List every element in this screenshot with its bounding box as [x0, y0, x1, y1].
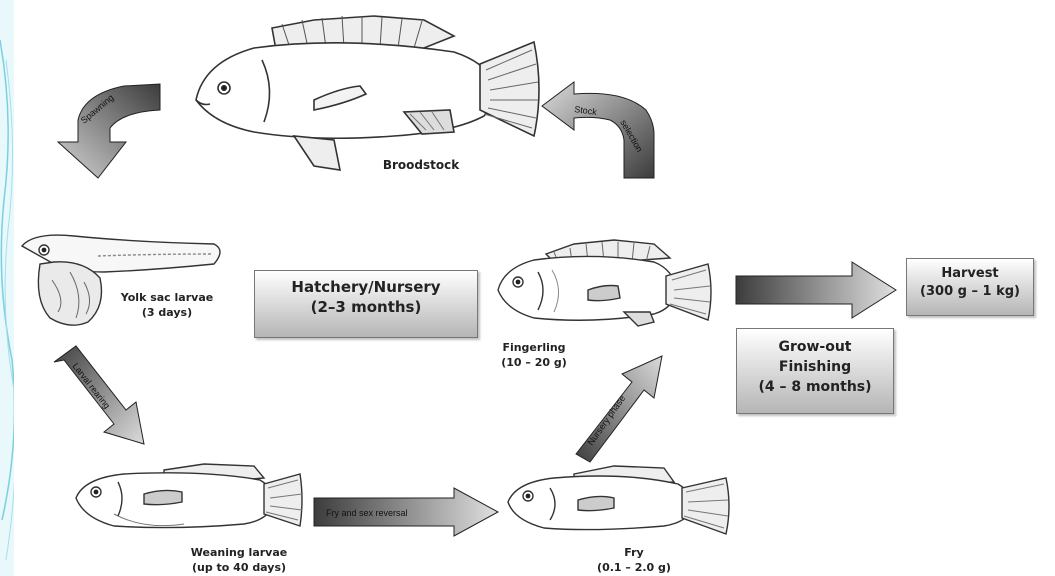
hatchery-nursery-duration: (2–3 months) — [255, 297, 477, 317]
fingerling-label: Fingerling (10 – 20 g) — [484, 340, 584, 370]
grow-out-title: Grow-out — [737, 337, 893, 357]
fry-sex-reversal-arrow-label: Fry and sex reversal — [326, 508, 408, 518]
nursery-phase-arrow: Nursery phase — [576, 356, 662, 462]
hatchery-nursery-box: Hatchery/Nursery (2–3 months) — [254, 270, 478, 338]
grow-out-arrow — [736, 262, 896, 318]
grow-out-finishing-box: Grow-out Finishing (4 – 8 months) — [736, 328, 894, 414]
stock-selection-arrow: Stock selection — [542, 82, 654, 178]
yolk-sac-larvae-label: Yolk sac larvae (3 days) — [112, 290, 222, 320]
spawning-arrow: Spawning — [58, 84, 160, 178]
weaning-larvae-duration: (up to 40 days) — [174, 560, 304, 575]
larval-rearing-arrow: Larval rearing — [54, 346, 144, 444]
harvest-weight: (300 g – 1 kg) — [907, 283, 1033, 301]
broodstock-fish-illustration — [196, 16, 539, 170]
fry-weight: (0.1 – 2.0 g) — [574, 560, 694, 575]
broodstock-label: Broodstock — [366, 158, 476, 173]
weaning-larvae-label: Weaning larvae (up to 40 days) — [174, 545, 304, 575]
weaning-larvae-title: Weaning larvae — [174, 545, 304, 560]
fry-fish-illustration — [508, 466, 729, 534]
fry-title: Fry — [574, 545, 694, 560]
grow-out-subtitle: Finishing — [737, 357, 893, 377]
grow-out-duration: (4 – 8 months) — [737, 377, 893, 397]
weaning-larvae-fish-illustration — [76, 464, 302, 528]
fry-label: Fry (0.1 – 2.0 g) — [574, 545, 694, 575]
fry-sex-reversal-arrow: Fry and sex reversal — [314, 488, 498, 536]
fingerling-fish-illustration — [498, 240, 711, 326]
yolk-sac-larvae-duration: (3 days) — [112, 305, 222, 320]
fingerling-title: Fingerling — [484, 340, 584, 355]
hatchery-nursery-title: Hatchery/Nursery — [255, 277, 477, 297]
yolk-sac-larvae-title: Yolk sac larvae — [112, 290, 222, 305]
diagram-canvas: Spawning Stock selection Larval rearing … — [14, 0, 1055, 576]
harvest-title: Harvest — [907, 265, 1033, 283]
harvest-box: Harvest (300 g – 1 kg) — [906, 258, 1034, 316]
fingerling-weight: (10 – 20 g) — [484, 355, 584, 370]
